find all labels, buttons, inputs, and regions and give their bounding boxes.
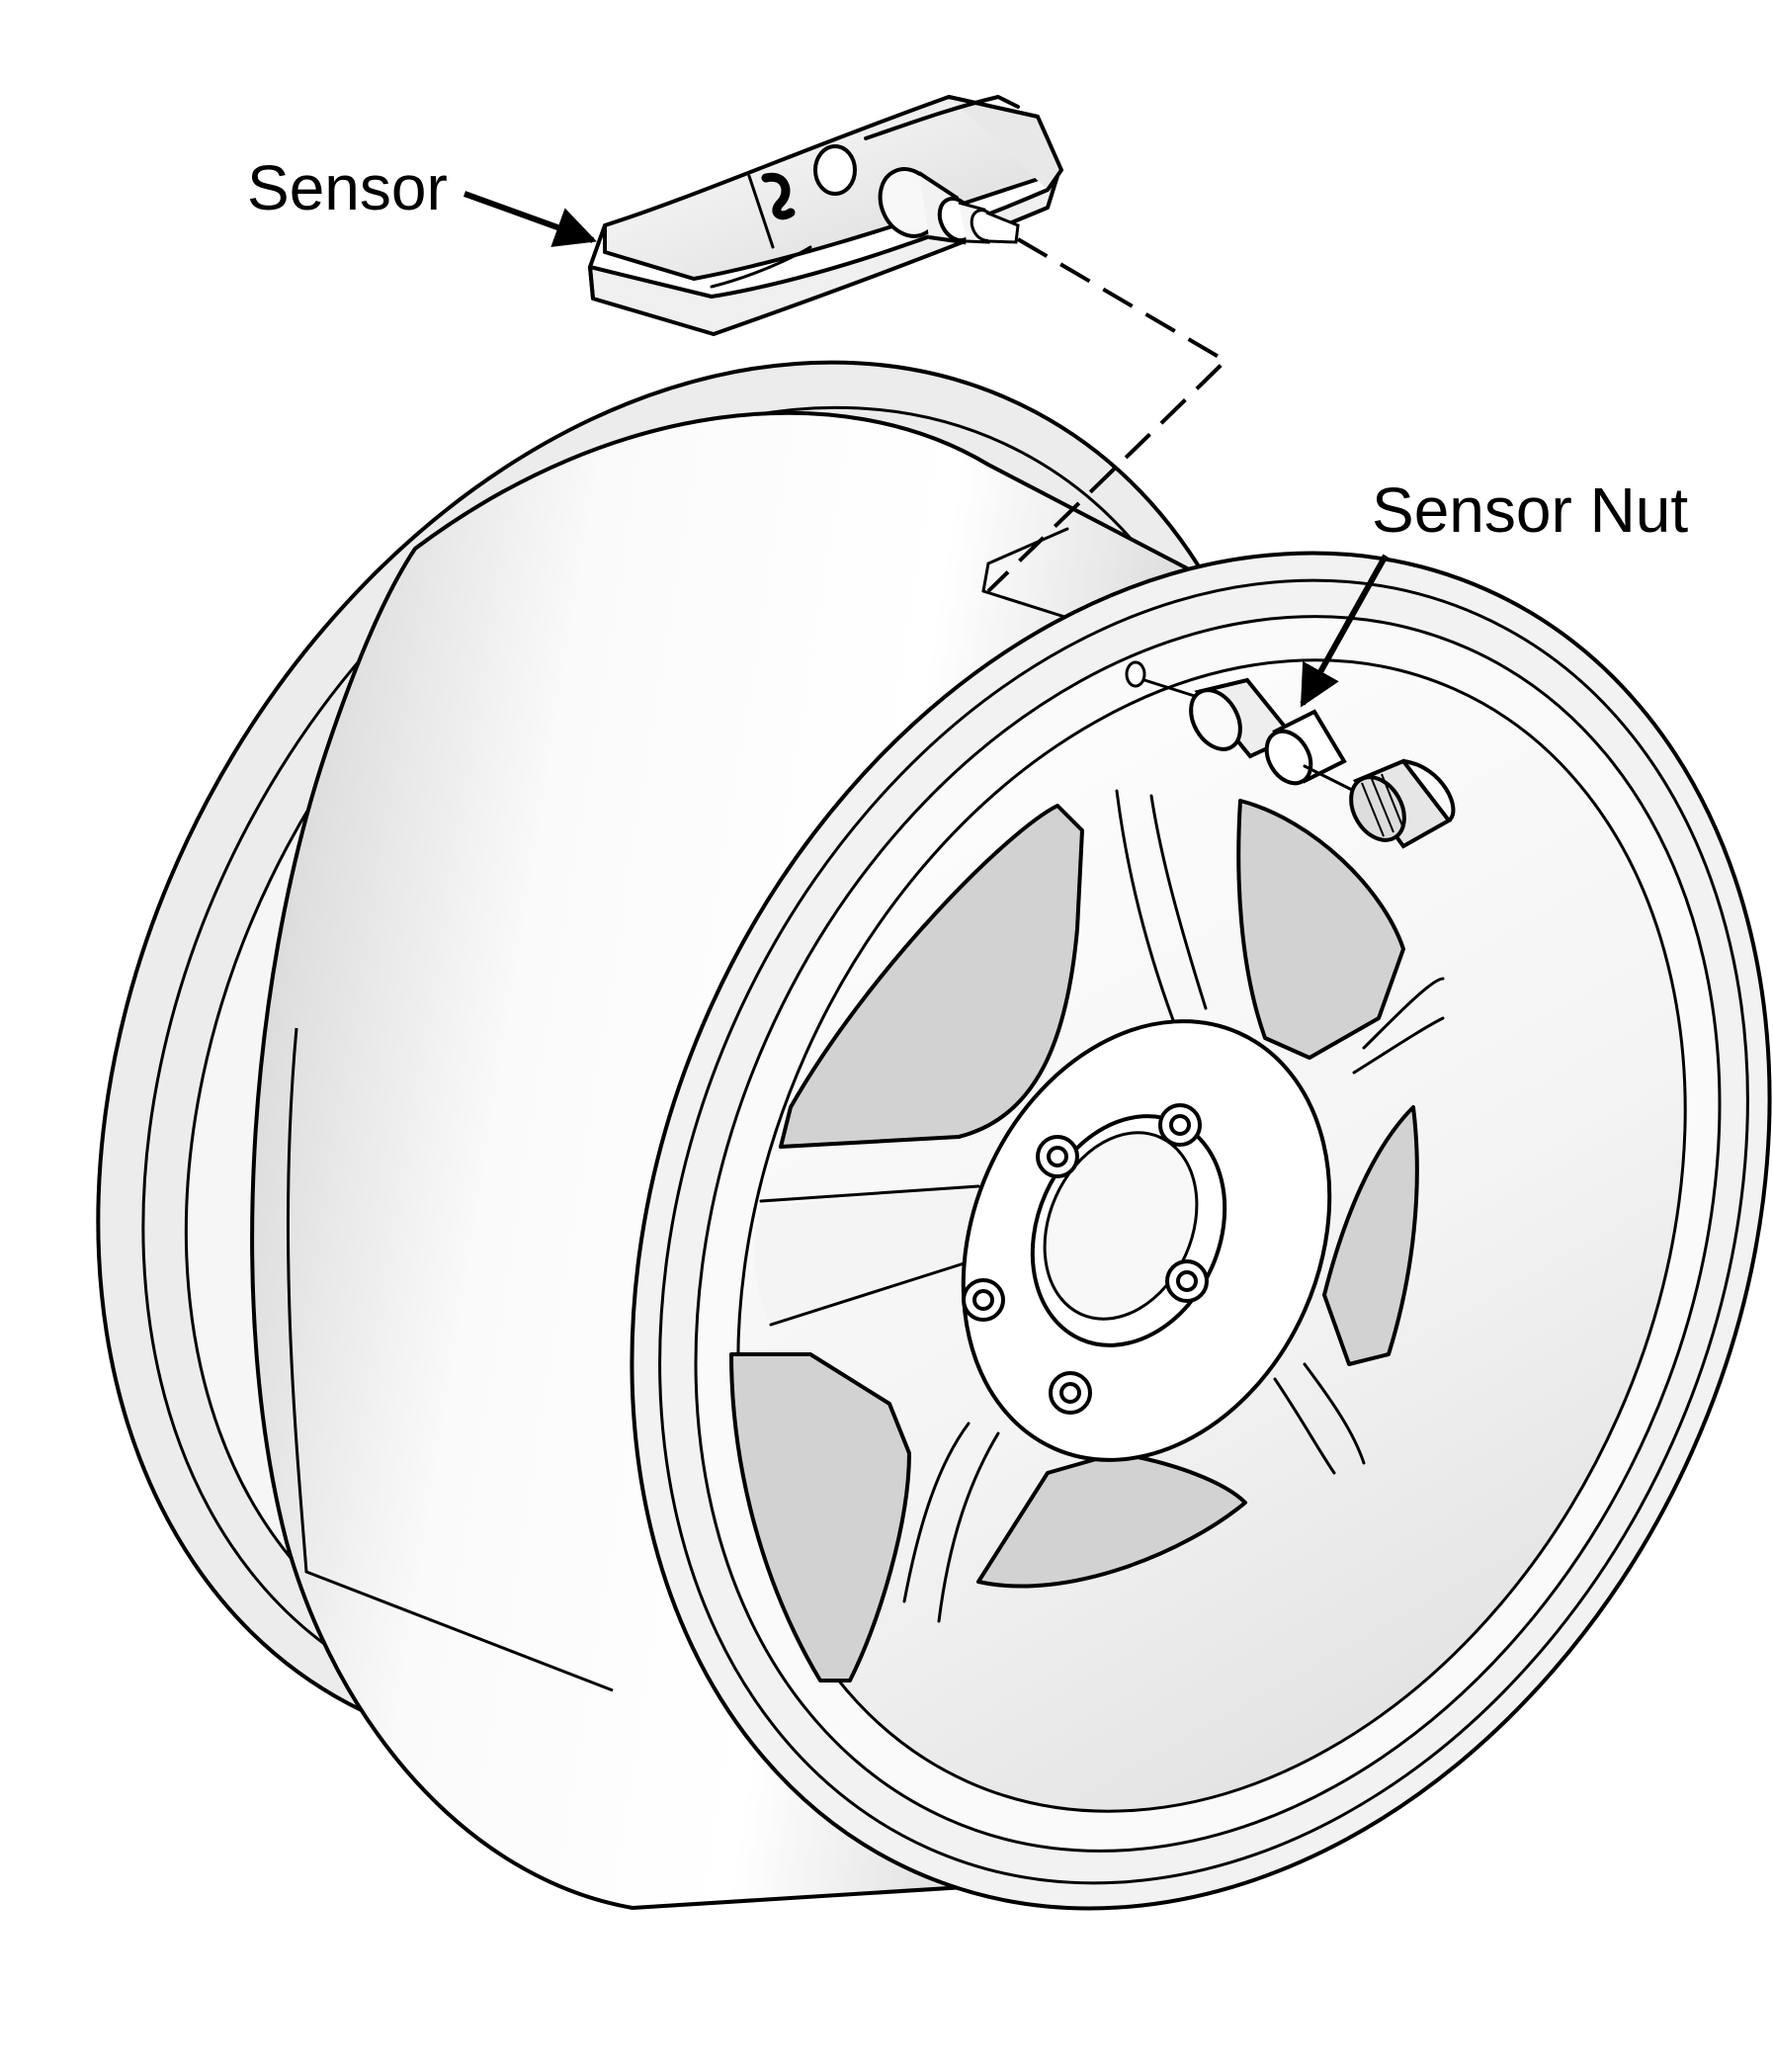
callout-sensor: Sensor: [247, 152, 597, 247]
lug-holes: [962, 1103, 1209, 1415]
spoke-edges: [759, 789, 1445, 1623]
spoke-windows: [729, 799, 1419, 1683]
lug-hole-3: [1165, 1259, 1209, 1303]
spoke-window-lower-right: [976, 1451, 1247, 1589]
sensor-clip: [761, 172, 796, 220]
sensor-nut-leader-arrow: [1300, 554, 1389, 708]
assembly-path-line: [986, 237, 1229, 593]
lug-hole-2: [1036, 1135, 1079, 1178]
lug-hole-1: [1158, 1103, 1202, 1147]
sensor-leader-arrow: [463, 191, 597, 247]
spoke-window-left: [754, 1186, 978, 1325]
barrel-drop-center: [286, 1027, 614, 1692]
spoke-window-upper-right: [1236, 799, 1405, 1060]
wheel-hub: [961, 1019, 1332, 1462]
sensor-pad: [813, 144, 857, 196]
sensor-label: Sensor: [247, 152, 448, 223]
spoke-window-upper-left: [779, 804, 1084, 1149]
wheel: [96, 360, 1772, 1911]
spoke-window-lower-left: [729, 1352, 911, 1683]
lug-hole-4: [962, 1278, 1005, 1322]
sensor-nut-label: Sensor Nut: [1372, 475, 1688, 546]
valve-hole: [1125, 660, 1146, 688]
tpms-sensor: [588, 95, 1063, 336]
lug-hole-5: [1049, 1371, 1092, 1415]
valve-stem-assembly: [1125, 660, 1456, 849]
spoke-window-right: [1322, 1105, 1419, 1366]
callout-sensor-nut: Sensor Nut: [1300, 475, 1688, 708]
